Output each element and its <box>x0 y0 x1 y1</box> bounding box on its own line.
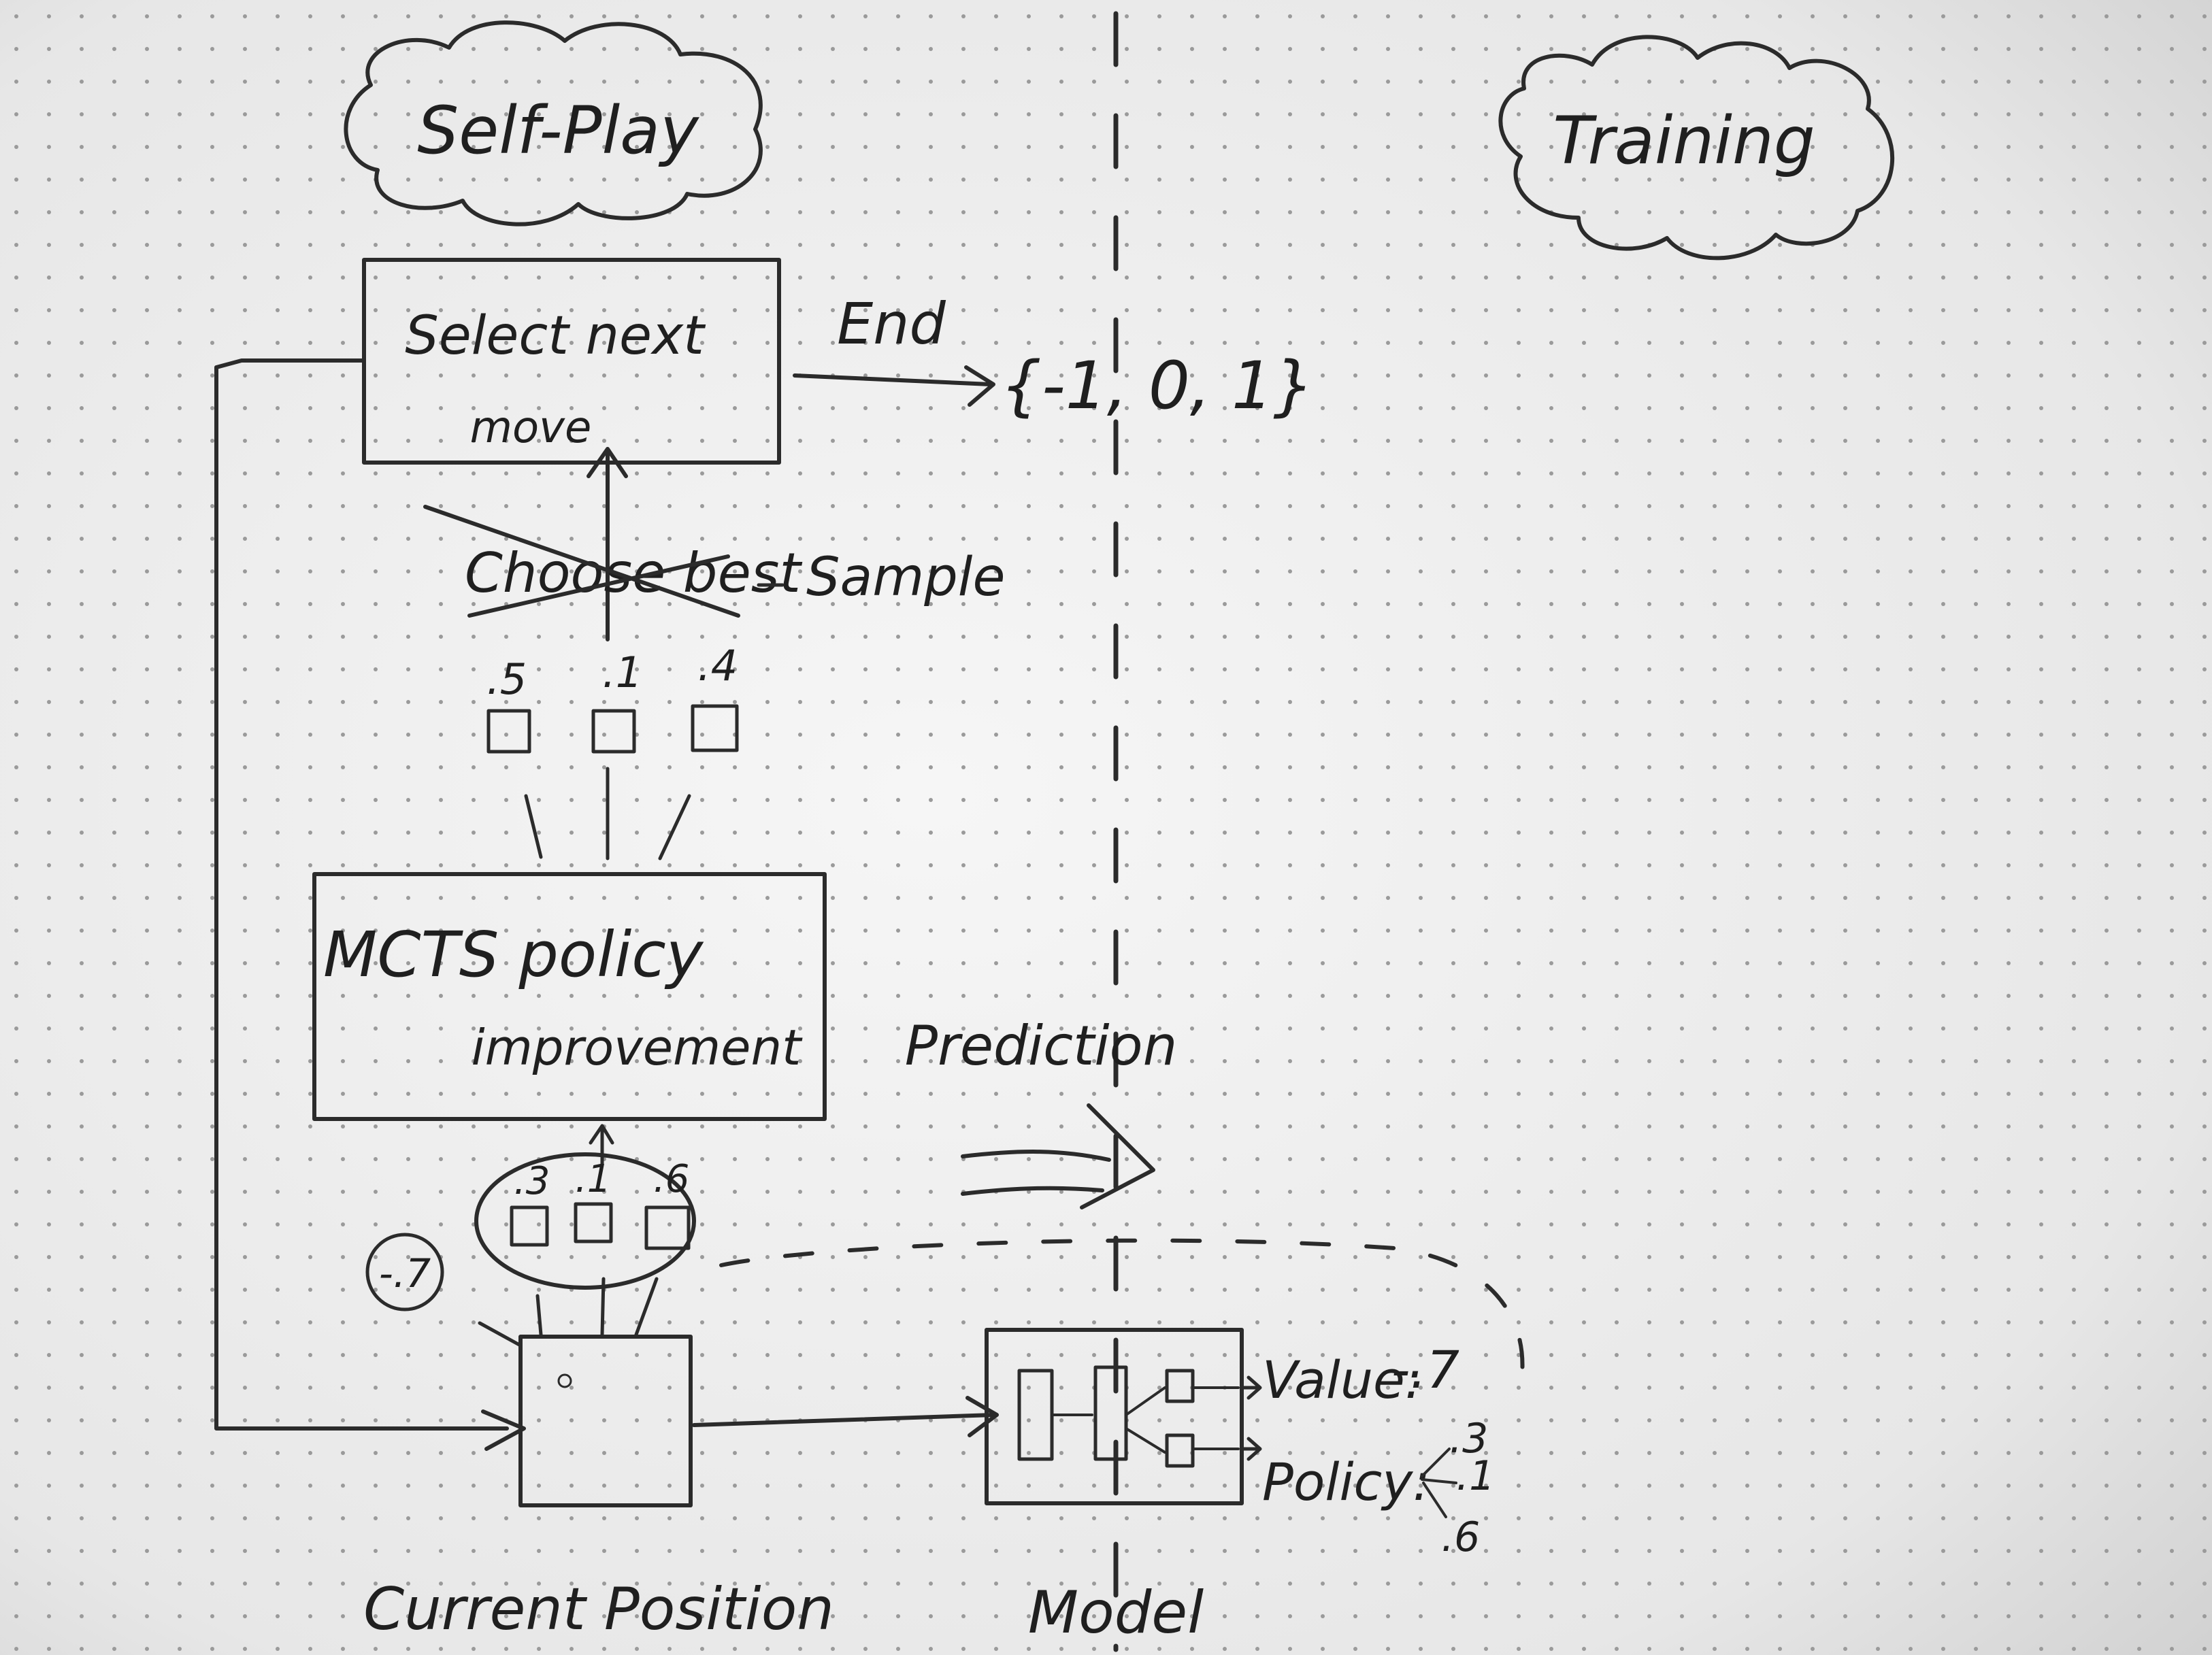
policy-output-arrow <box>1240 1437 1262 1461</box>
prediction-arrow <box>961 1103 1155 1209</box>
prior-square-2 <box>574 1202 613 1243</box>
prior-bubble <box>474 1152 696 1290</box>
model-layer-2 <box>1093 1365 1128 1461</box>
improved-prob-2: .1 <box>602 648 642 697</box>
improved-prob-3: .4 <box>697 641 738 690</box>
mcts-box <box>312 872 827 1121</box>
cross-out-lines <box>423 505 740 618</box>
select-next-move-label-1: Select next <box>405 305 706 367</box>
crossed-out-choose-best: Choose best <box>465 541 802 605</box>
model-internal-arrows <box>1051 1386 1240 1454</box>
prior-prob-2: .1 <box>575 1157 611 1201</box>
policy-output-value-2: .1 <box>1456 1452 1495 1500</box>
value-output-label: Value: <box>1262 1350 1422 1410</box>
sample-label: Sample <box>806 547 1005 608</box>
position-to-model-arrow <box>692 1396 999 1437</box>
select-next-move-label-2: move <box>470 403 592 453</box>
model-label: Model <box>1028 1579 1204 1647</box>
value-bubble-pointer <box>478 1321 523 1348</box>
mcts-label-2: improvement <box>472 1019 803 1076</box>
policy-output-label: Policy: <box>1262 1452 1430 1512</box>
policy-output-value-3: .6 <box>1441 1514 1480 1561</box>
value-output-arrow <box>1240 1375 1262 1400</box>
prior-prob-1: .3 <box>514 1159 550 1203</box>
training-title: Training <box>1553 103 1815 179</box>
board-piece <box>557 1373 572 1388</box>
child-move-square-2 <box>591 709 636 754</box>
tree-edges-bottom <box>535 1277 659 1337</box>
mcts-label-1: MCTS policy <box>323 918 704 991</box>
prediction-label: Prediction <box>905 1014 1178 1077</box>
prior-prob-3: .6 <box>653 1157 689 1201</box>
model-box <box>985 1328 1244 1505</box>
value-bubble <box>365 1233 444 1311</box>
training-cloud <box>1498 35 1895 261</box>
value-output-number: -.7 <box>1391 1339 1459 1400</box>
model-policy-head <box>1165 1433 1195 1468</box>
policy-fan-lines <box>1421 1448 1457 1518</box>
self-play-cloud <box>344 20 763 227</box>
end-arrow <box>793 365 995 407</box>
current-position-board <box>518 1335 693 1507</box>
sample-up-arrow <box>587 447 628 641</box>
prior-square-1 <box>510 1205 549 1247</box>
self-play-title: Self-Play <box>417 93 699 169</box>
feedback-loop-line <box>214 358 526 1451</box>
tree-edges-top <box>524 767 691 860</box>
end-label: End <box>837 290 946 357</box>
child-move-square-1 <box>486 709 531 754</box>
mcts-input-arrow <box>589 1124 614 1167</box>
improved-prob-1: .5 <box>486 654 527 704</box>
outcome-set: {-1, 0, 1} <box>1000 348 1315 424</box>
child-move-square-3 <box>691 704 739 752</box>
policy-output-value-1: .3 <box>1449 1415 1488 1462</box>
model-value-head <box>1165 1369 1195 1403</box>
value-bubble-text: -.7 <box>379 1250 431 1297</box>
prior-square-3 <box>644 1205 691 1250</box>
current-position-label: Current Position <box>363 1575 834 1643</box>
